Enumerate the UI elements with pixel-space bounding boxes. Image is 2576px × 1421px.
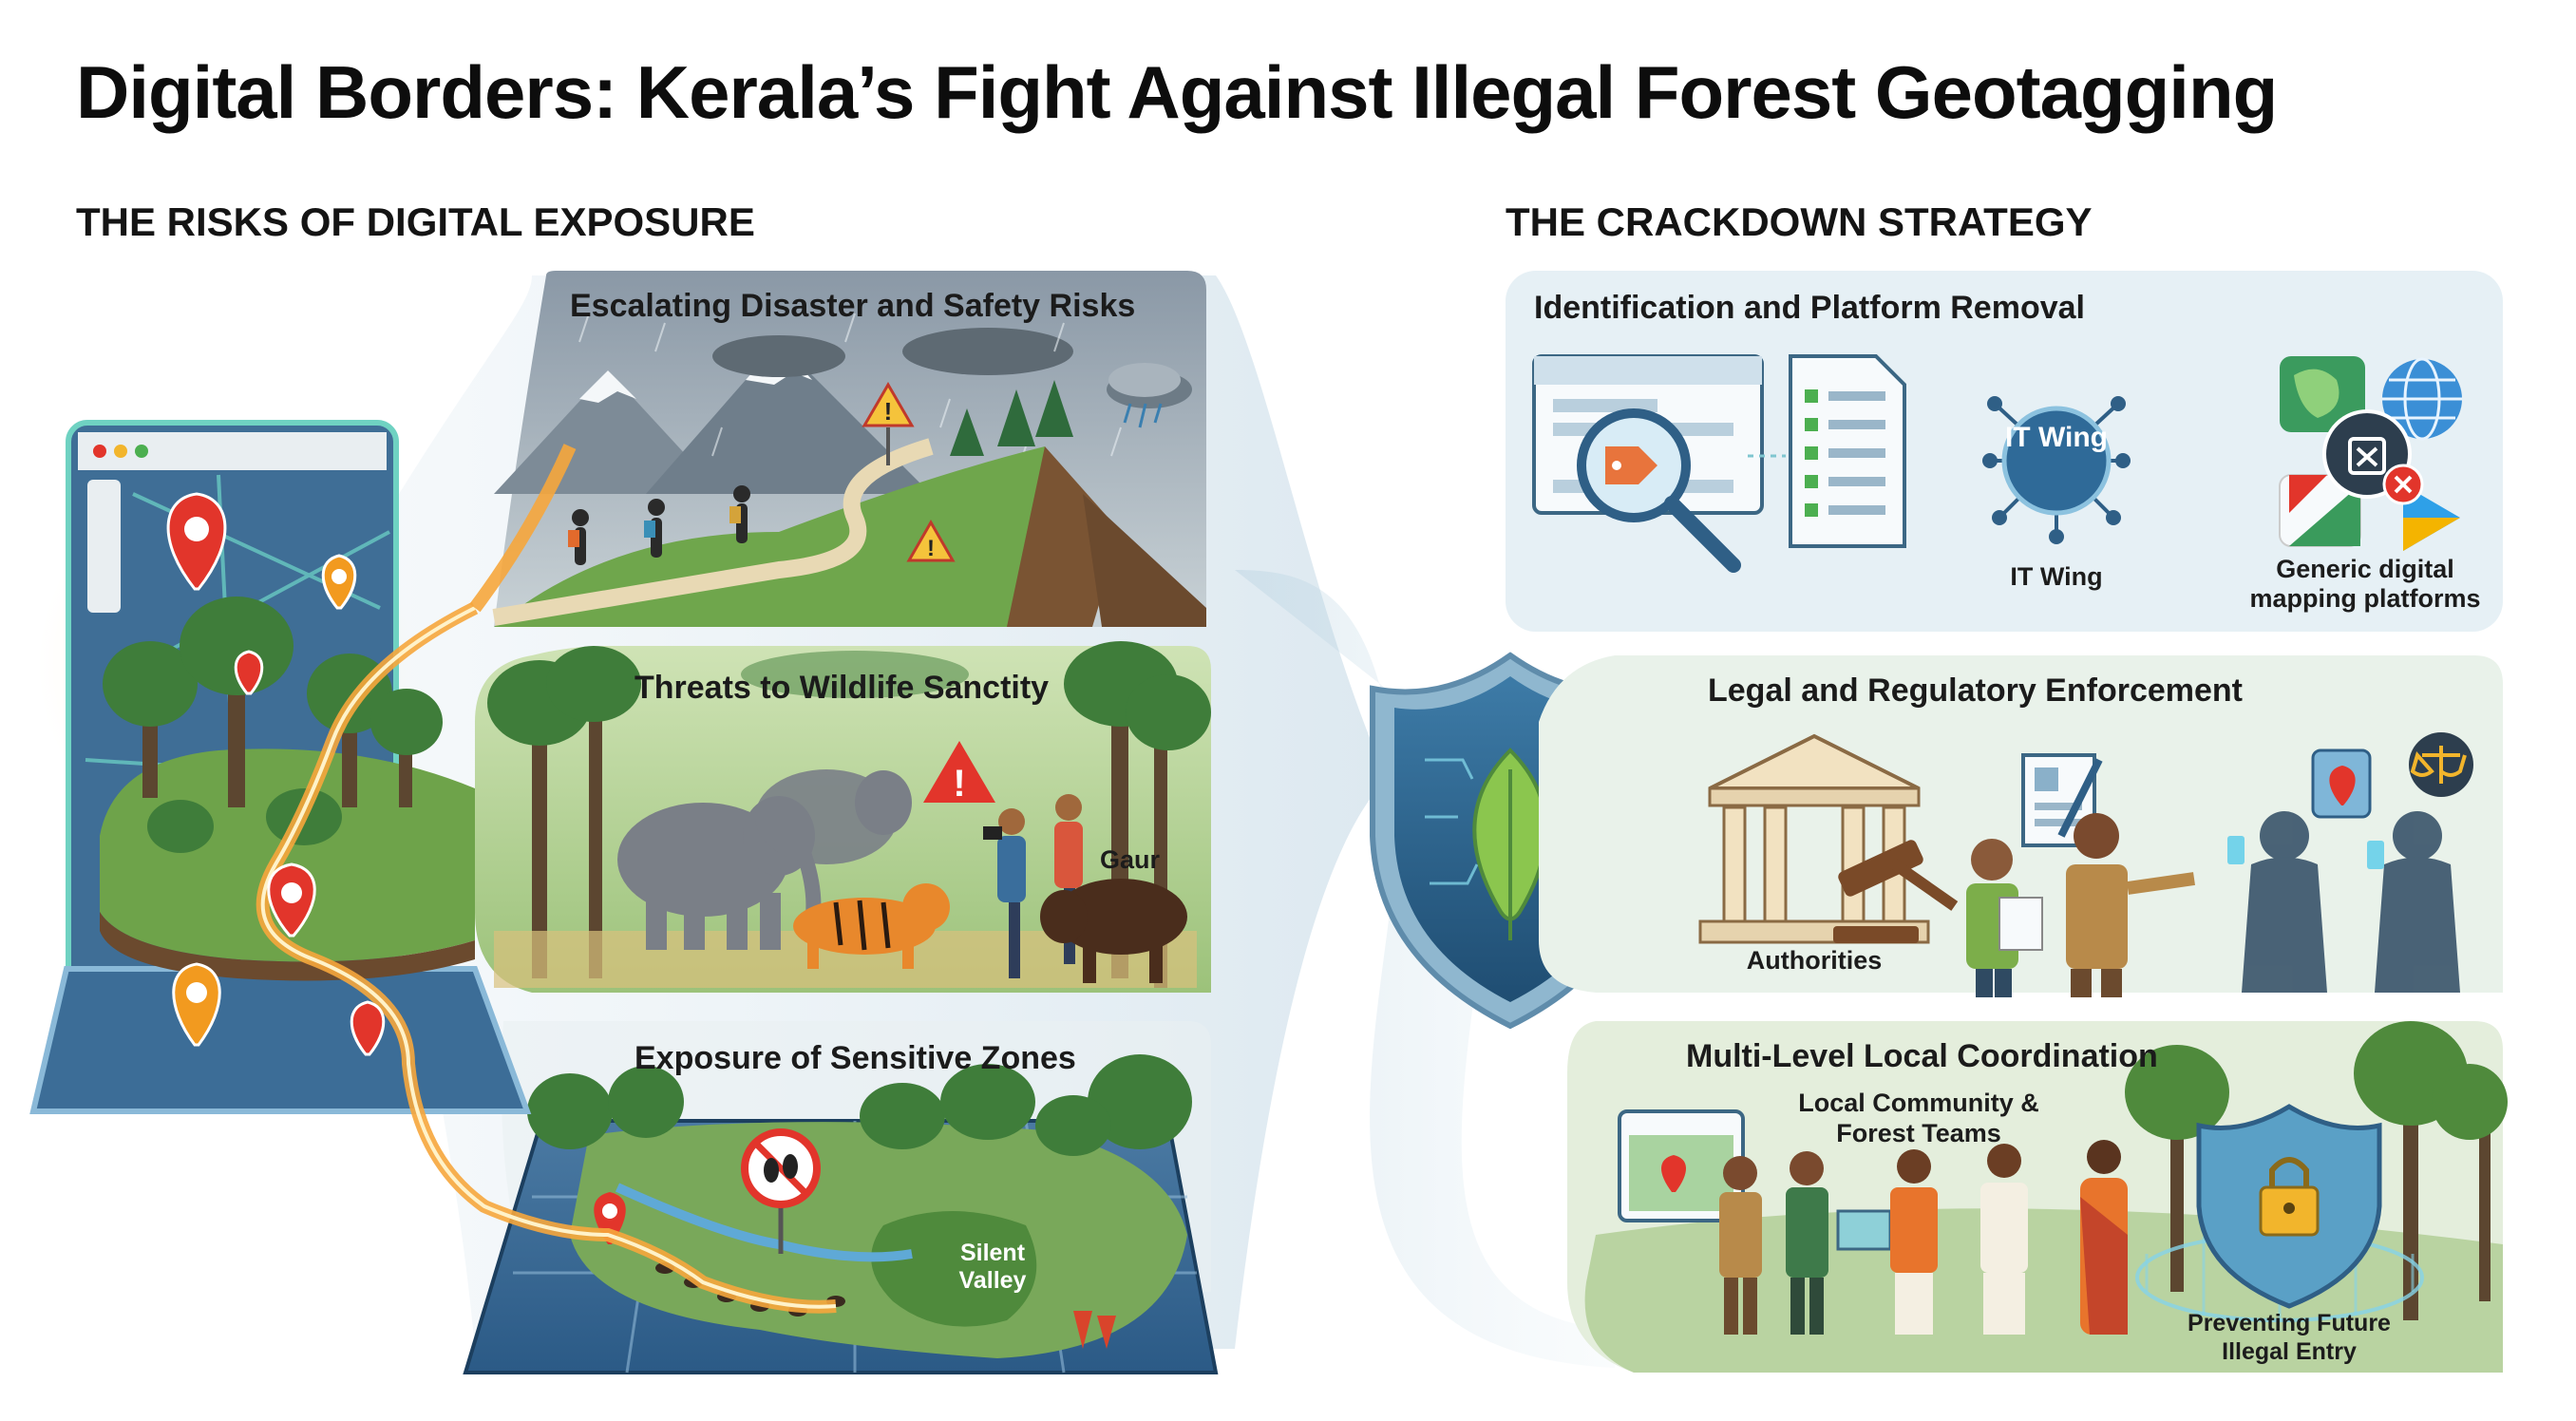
right-section-heading: THE CRACKDOWN STRATEGY [1506,199,2093,244]
community-teams-label: Local Community & Forest Teams [1798,1089,2039,1148]
prevent-entry-label: Preventing Future Illegal Entry [2188,1310,2391,1365]
silent-valley-label: Silent Valley [958,1240,1027,1294]
panel-local-coordination [1567,1021,2508,1373]
map-device-illustration [29,420,837,1314]
panel-title-identification: Identification and Platform Removal [1534,290,2085,326]
svg-text:!: ! [884,397,893,426]
panel-title-legal: Legal and Regulatory Enforcement [1708,673,2243,709]
panel-disaster-risks: ! ! [492,271,1206,627]
left-section-heading: THE RISKS OF DIGITAL EXPOSURE [76,199,755,244]
panel-sensitive-zones [463,1021,1219,1374]
it-wing-badge-text: IT Wing [2005,422,2108,453]
page-title: Digital Borders: Kerala’s Fight Against … [76,50,2278,134]
location-pin-icons [166,492,386,1056]
svg-text:!: ! [927,536,935,561]
svg-text:!: ! [953,763,965,805]
mapping-platforms-label: Generic digital mapping platforms [2249,555,2481,614]
gaur-label: Gaur [1100,845,1161,874]
panel-identification-removal [1506,271,2503,632]
panel-legal-enforcement [1539,655,2503,997]
panel-title-wildlife: Threats to Wildlife Sanctity [635,670,1050,706]
panel-title-disaster: Escalating Disaster and Safety Risks [570,288,1136,324]
panel-title-local-coordination: Multi-Level Local Coordination [1686,1038,2158,1074]
authorities-label: Authorities [1746,946,1883,975]
panel-title-sensitive-zones: Exposure of Sensitive Zones [635,1040,1076,1076]
panel-wildlife-threats: ! [475,641,1211,993]
it-wing-label: IT Wing [2010,562,2103,591]
